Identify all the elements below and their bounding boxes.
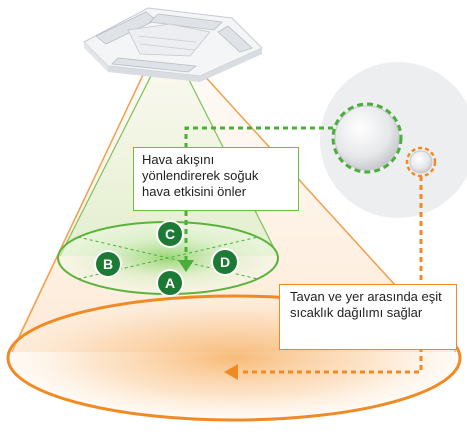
airflow-arrow-head: [178, 260, 194, 272]
temperature-callout: Tavan ve yer arasında eşit sıcaklık dağı…: [279, 284, 457, 350]
zone-badge-d: D: [213, 250, 237, 274]
temperature-connector-line: [240, 176, 423, 374]
temperature-callout-text: Tavan ve yer arasında eşit sıcaklık dağı…: [290, 289, 442, 320]
airflow-cone-edge-left: [59, 61, 159, 257]
zone-badge-c: C: [158, 222, 182, 246]
sensor-panel: [320, 62, 467, 218]
floor-cone-edge-left: [11, 59, 151, 353]
airflow-callout-text: Hava akışını yönlendirerek soğuk hava et…: [142, 152, 259, 199]
zone-badge-b: B: [96, 252, 120, 276]
zone-badge-a: A: [158, 271, 182, 295]
temperature-arrow-head: [224, 364, 238, 380]
ceiling-cassette-unit: [83, 7, 263, 82]
airflow-callout: Hava akışını yönlendirerek soğuk hava et…: [133, 147, 299, 211]
airflow-connector-line: [184, 126, 333, 147]
